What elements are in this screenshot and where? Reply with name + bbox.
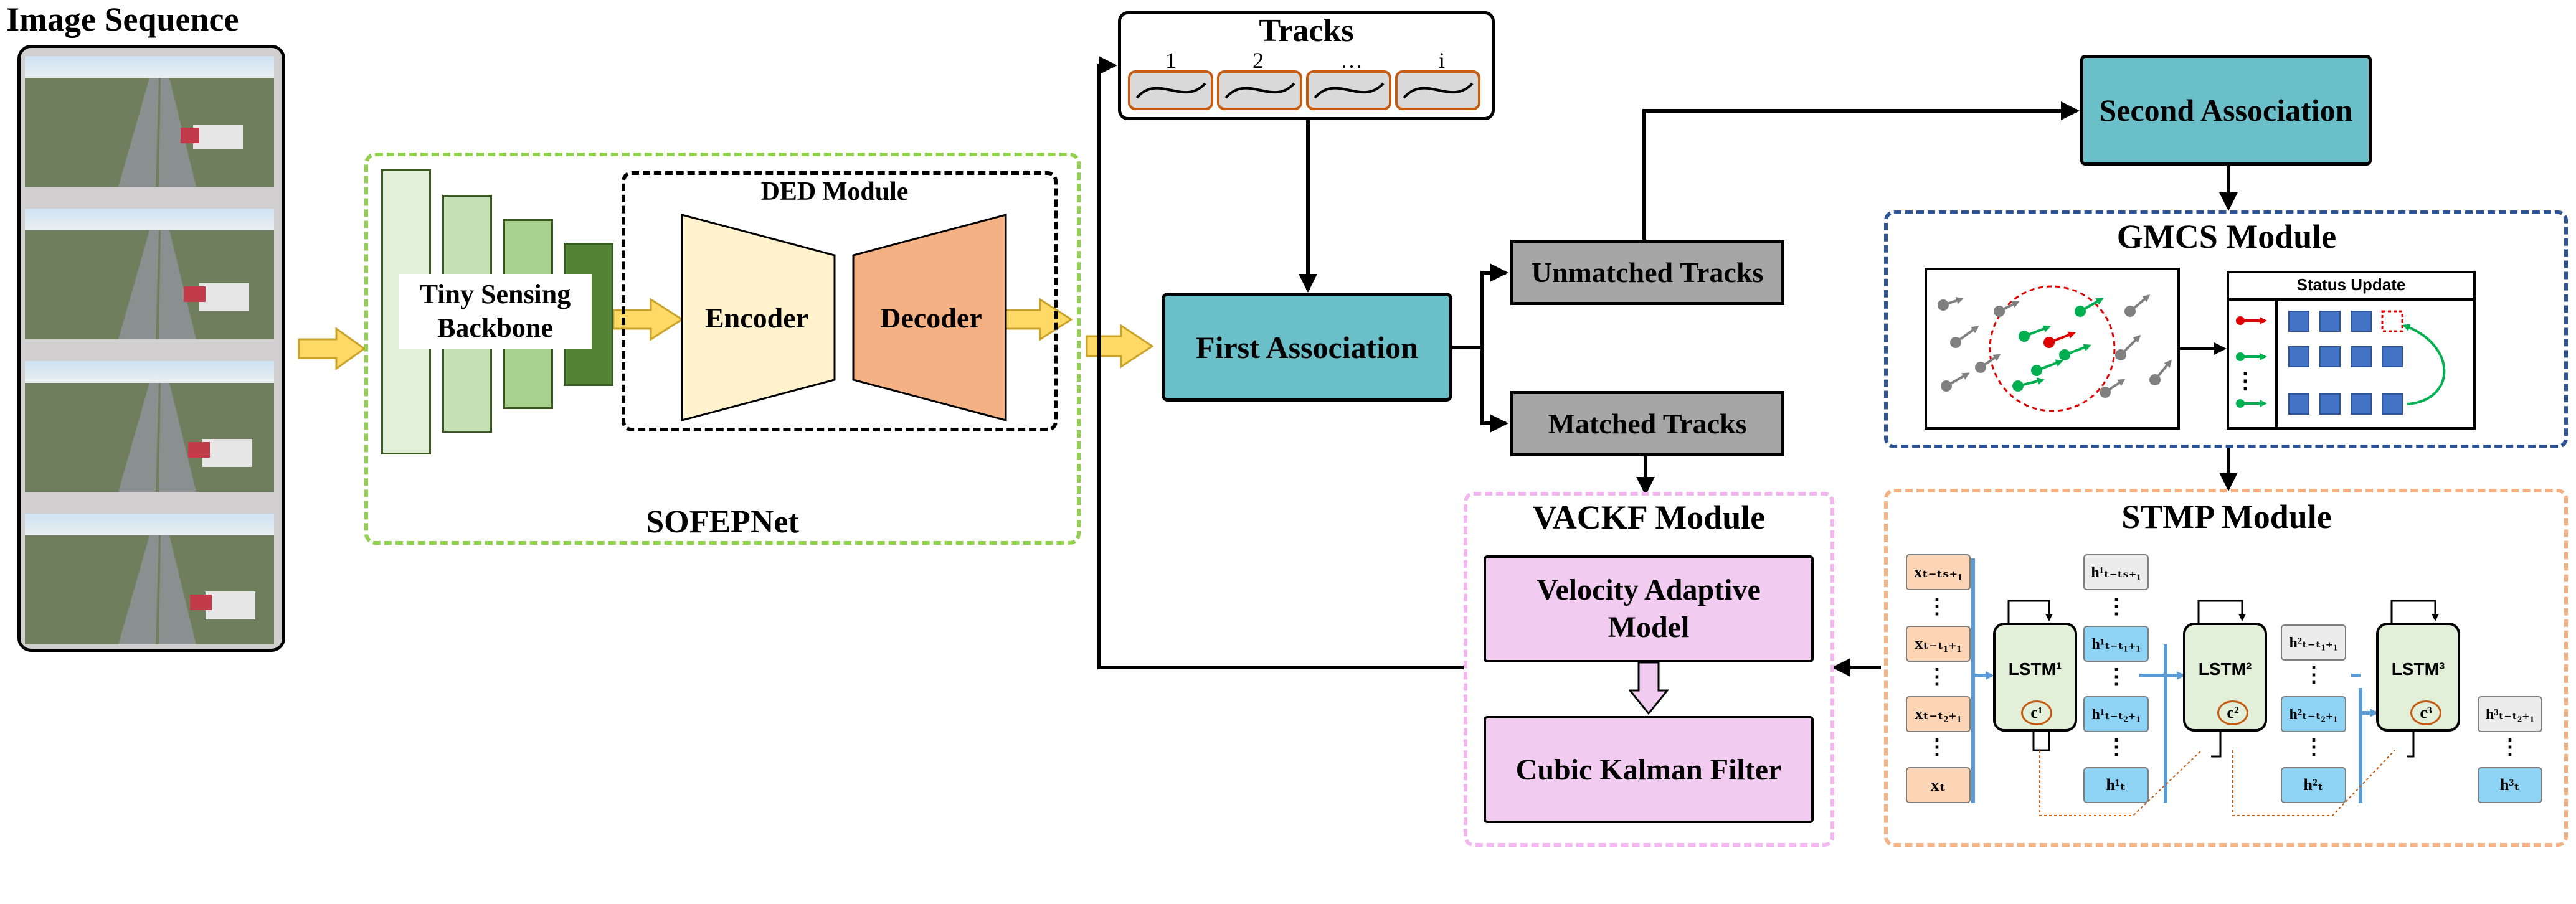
stmp-h1-1: h¹ₜ₋ₜₛ₊₁ <box>2083 554 2149 590</box>
gmcs-motion-panel <box>1925 268 2180 430</box>
arrow-vackf-to-tracks <box>1097 56 1464 669</box>
arrow-unmatched-to-second <box>1642 101 2080 240</box>
image-sequence-title: Image Sequence <box>6 1 239 38</box>
track-curves <box>1128 70 1480 110</box>
stmp-input-4: xₜ <box>1906 767 1971 803</box>
vackf-down-arrow <box>1629 662 1669 715</box>
arrow-backbone-to-ded <box>612 298 684 341</box>
aerial-frame-4 <box>25 514 274 644</box>
aerial-frame-1 <box>25 56 274 187</box>
unmatched-tracks-box: Unmatched Tracks <box>1510 240 1784 305</box>
status-ellipsis: ⋮ <box>2234 368 2256 393</box>
track-index-i: i <box>1438 48 1445 73</box>
stmp-h2-3: h²ₜ <box>2281 767 2346 803</box>
decoder-label: Decoder <box>880 301 982 334</box>
stmp-h3-1: h³ₜ₋ₜ₂₊₁ <box>2478 696 2542 732</box>
stmp-h3-2: h³ₜ <box>2478 767 2542 803</box>
vackf-title: VACKF Module <box>1532 499 1766 536</box>
arrow-images-to-sofep <box>298 327 366 370</box>
stmp-h1-dots-2: ⋮ <box>2106 666 2127 689</box>
decoder-shape <box>852 214 1007 421</box>
stmp-input-dots-2: ⋮ <box>1926 666 1948 689</box>
encoder-label: Encoder <box>704 301 809 334</box>
ded-module-container <box>622 171 1058 431</box>
stmp-h1-dots-3: ⋮ <box>2106 736 2127 759</box>
track-index-2: 2 <box>1252 48 1264 73</box>
lstm-1-state: c¹ <box>2021 700 2052 725</box>
stmp-input-3: xₜ₋ₜ₂₊₁ <box>1906 696 1971 732</box>
status-update-header: Status Update <box>2227 271 2476 301</box>
stmp-h2-2: h²ₜ₋ₜ₂₊₁ <box>2281 696 2346 732</box>
vackf-container <box>1464 492 1834 847</box>
stmp-input-2: xₜ₋ₜ₁₊₁ <box>1906 626 1971 662</box>
stmp-h2-1: h²ₜ₋ₜ₁₊₁ <box>2281 624 2346 661</box>
arrow-sofep-to-first <box>1086 324 1154 369</box>
stmp-h2-dots-1: ⋮ <box>2303 664 2324 687</box>
encoder-decoder-shapes <box>681 214 1007 421</box>
sofepnet-container <box>364 153 1081 545</box>
lstm-1-label: LSTM¹ <box>2008 659 2062 679</box>
arrow-first-to-unmatched <box>1451 263 1508 349</box>
sofepnet-label: SOFEPNet <box>646 504 799 540</box>
matched-tracks-box: Matched Tracks <box>1510 391 1784 456</box>
aerial-frame-3 <box>25 361 274 492</box>
second-association-box: Second Association <box>2080 55 2372 166</box>
stmp-input-1: xₜ₋ₜₛ₊₁ <box>1906 554 1971 590</box>
stmp-title: STMP Module <box>2121 498 2332 535</box>
tracks-panel <box>1118 11 1495 120</box>
encoder-shape <box>681 214 836 421</box>
aerial-frame-2 <box>25 209 274 339</box>
cubic-kalman-filter-box: Cubic Kalman Filter <box>1484 716 1814 823</box>
arrow-first-to-matched <box>1480 347 1508 433</box>
stmp-h2-dots-2: ⋮ <box>2303 736 2324 759</box>
tracks-title: Tracks <box>1259 12 1354 49</box>
status-update-grid: ⋮ <box>2234 301 2446 430</box>
lstm-2-label: LSTM² <box>2198 659 2252 679</box>
stmp-input-dots-1: ⋮ <box>1926 595 1948 618</box>
aerial-frames <box>25 56 274 644</box>
lstm-3-label: LSTM³ <box>2391 659 2445 679</box>
stmp-h3-dots-1: ⋮ <box>2499 736 2521 759</box>
ded-module-label: DED Module <box>760 177 909 206</box>
gmcs-panel-arrow <box>2180 342 2227 355</box>
first-association-box: First Association <box>1162 293 1452 402</box>
velocity-adaptive-model-box: Velocity Adaptive Model <box>1484 555 1814 662</box>
stmp-h1-3: h¹ₜ₋ₜ₂₊₁ <box>2083 696 2149 732</box>
stmp-h1-dots-1: ⋮ <box>2106 595 2127 618</box>
track-index-1: 1 <box>1165 48 1177 73</box>
stmp-container <box>1884 489 2568 847</box>
lstm-2-state: c² <box>2217 700 2248 725</box>
lstm-3-state: c³ <box>2410 700 2441 725</box>
stmp-h1-4: h¹ₜ <box>2083 767 2149 803</box>
gmcs-container <box>1884 210 2568 448</box>
stmp-input-dots-3: ⋮ <box>1926 736 1948 759</box>
stmp-h1-2: h¹ₜ₋ₜ₁₊₁ <box>2083 626 2149 662</box>
gmcs-title: GMCS Module <box>2116 218 2337 255</box>
backbone-label: Tiny Sensing Backbone <box>399 274 592 349</box>
track-index-ellipsis: … <box>1340 48 1363 73</box>
